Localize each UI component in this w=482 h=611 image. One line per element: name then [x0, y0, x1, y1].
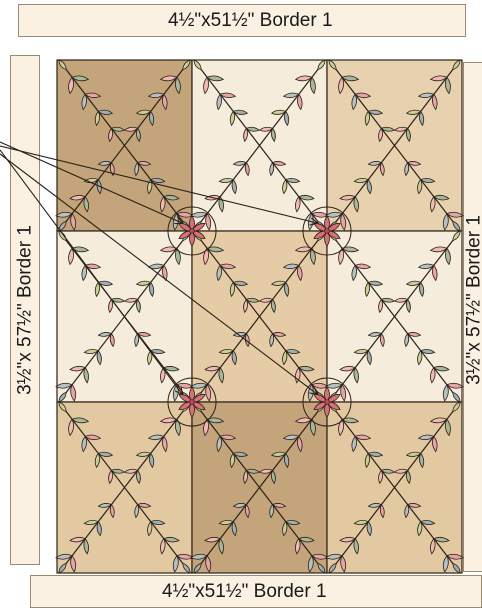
top-border-label: 4½"x51½" Border 1	[168, 11, 333, 30]
right-border-label: 3½"x 57½" Border 1	[465, 215, 482, 385]
left-border-label: 3½"x 57½" Border 1	[16, 225, 35, 395]
bottom-border-label: 4½"x51½" Border 1	[162, 582, 327, 601]
